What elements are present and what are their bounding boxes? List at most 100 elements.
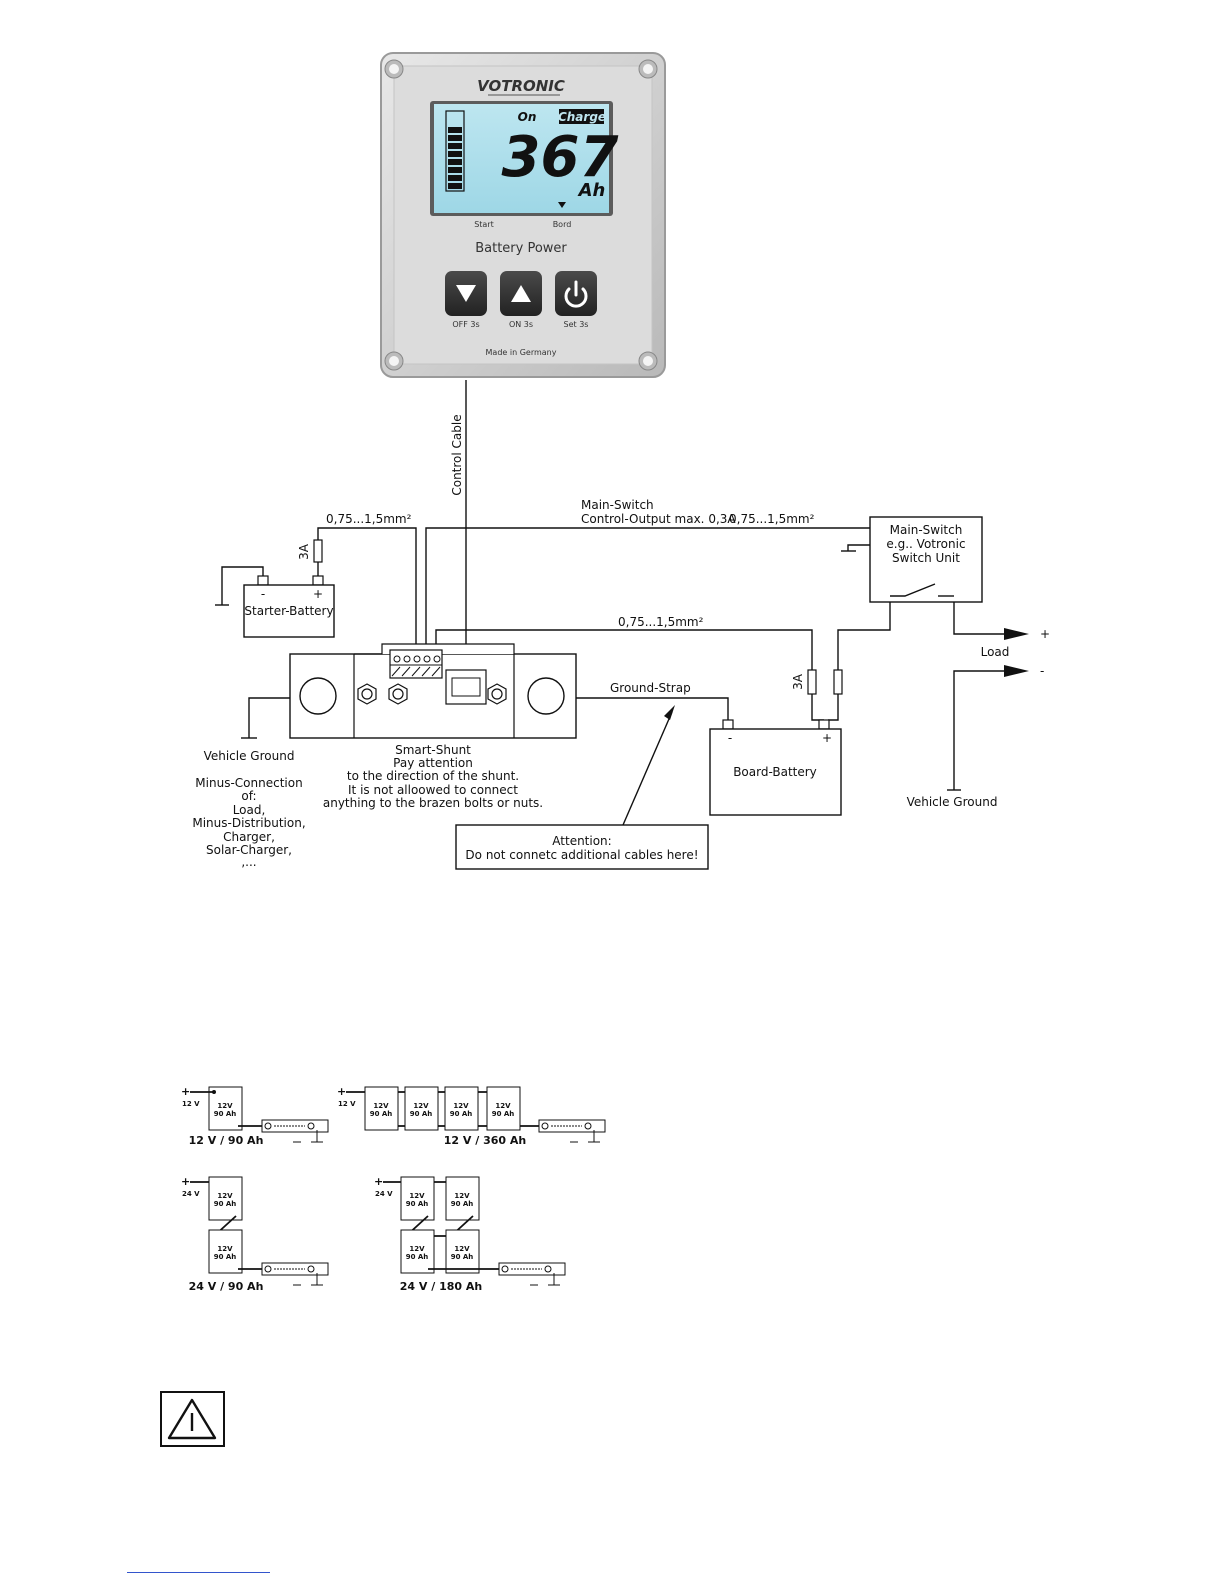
board-plus-label: + bbox=[822, 731, 832, 745]
board-battery: - + Board-Battery bbox=[709, 719, 842, 816]
lcd-status-charge: Charge bbox=[558, 110, 606, 124]
svg-text:,...: ,... bbox=[241, 855, 256, 869]
svg-text:12 V: 12 V bbox=[182, 1100, 200, 1108]
svg-text:Solar-Charger,: Solar-Charger, bbox=[206, 843, 292, 857]
charge-level-bar bbox=[445, 110, 465, 192]
vehicle-ground-label-left: Vehicle Ground bbox=[204, 749, 295, 763]
svg-text:90 Ah: 90 Ah bbox=[410, 1110, 433, 1118]
svg-text:12V: 12V bbox=[373, 1102, 389, 1110]
battery-monitor-panel: VOTRONIC On Charge 367 Ah Start Bord Bat… bbox=[380, 52, 666, 378]
svg-text:90 Ah: 90 Ah bbox=[451, 1200, 474, 1208]
svg-text:Do not connetc additional cabl: Do not connetc additional cables here! bbox=[465, 848, 698, 862]
svg-text:90 Ah: 90 Ah bbox=[451, 1253, 474, 1261]
config-12v-360ah: + 12 V 12V 90 Ah 12V 90 Ah 12V 90 Ah 12V… bbox=[337, 1085, 606, 1147]
lcd-reading-value: 367 bbox=[502, 125, 619, 190]
svg-text:90 Ah: 90 Ah bbox=[406, 1200, 429, 1208]
brand-logo: VOTRONIC bbox=[477, 77, 565, 95]
starter-plus-label: + bbox=[313, 587, 323, 601]
power-icon bbox=[564, 280, 588, 308]
svg-text:12V: 12V bbox=[495, 1102, 511, 1110]
config-12v-90ah: + 12 V 12V 90 Ah 12 V / 90 Ah bbox=[181, 1085, 329, 1147]
on-button[interactable] bbox=[500, 271, 542, 316]
svg-text:12V: 12V bbox=[217, 1245, 233, 1253]
control-cable-label: Control Cable bbox=[450, 414, 464, 495]
triangle-up-icon bbox=[511, 285, 531, 302]
main-switch-box-line2: e.g.. Votronic bbox=[886, 537, 965, 551]
svg-text:Load,: Load, bbox=[233, 803, 266, 817]
shunt-label-1: Smart-Shunt bbox=[395, 743, 471, 757]
lcd-indicator-arrow-icon bbox=[558, 202, 566, 208]
starter-battery: - + Starter-Battery bbox=[243, 575, 335, 638]
wire-gauge-label-1: 0,75...1,5mm² bbox=[326, 512, 412, 526]
svg-text:12V: 12V bbox=[413, 1102, 429, 1110]
lcd-status-on: On bbox=[518, 110, 537, 124]
warning-triangle-icon bbox=[160, 1391, 225, 1447]
svg-text:Attention:: Attention: bbox=[552, 834, 611, 848]
main-switch-output-line2: Control-Output max. 0,3A bbox=[581, 512, 736, 526]
caption-12v-90ah: 12 V / 90 Ah bbox=[189, 1134, 264, 1147]
svg-text:+: + bbox=[181, 1085, 190, 1098]
shunt-terminal-block bbox=[389, 649, 443, 679]
minus-connection-note: Minus-Connection of: Load, Minus-Distrib… bbox=[192, 776, 305, 869]
svg-text:90 Ah: 90 Ah bbox=[214, 1253, 237, 1261]
starter-fuse-label: 3A bbox=[297, 543, 311, 560]
svg-text:Charger,: Charger, bbox=[223, 830, 275, 844]
svg-text:24 V: 24 V bbox=[375, 1190, 393, 1198]
board-fuse-2 bbox=[833, 669, 843, 695]
starter-battery-label: Starter-Battery bbox=[244, 604, 333, 618]
svg-text:90 Ah: 90 Ah bbox=[492, 1110, 515, 1118]
svg-text:24 V: 24 V bbox=[182, 1190, 200, 1198]
off-button-label: OFF 3s bbox=[452, 320, 479, 329]
svg-text:12V: 12V bbox=[409, 1245, 425, 1253]
shunt-bolt-right bbox=[527, 677, 565, 715]
label-bord: Bord bbox=[553, 220, 572, 229]
svg-text:12V: 12V bbox=[453, 1102, 469, 1110]
svg-text:Minus-Connection: Minus-Connection bbox=[195, 776, 302, 790]
triangle-down-icon bbox=[456, 285, 476, 302]
svg-text:12V: 12V bbox=[454, 1245, 470, 1253]
svg-text:12V: 12V bbox=[409, 1192, 425, 1200]
svg-text:+: + bbox=[181, 1175, 190, 1188]
shunt-rj-port bbox=[445, 669, 487, 705]
svg-text:+: + bbox=[374, 1175, 383, 1188]
label-start: Start bbox=[474, 220, 494, 229]
wires bbox=[215, 380, 1004, 826]
panel-title: Battery Power bbox=[475, 241, 567, 256]
svg-text:12V: 12V bbox=[217, 1192, 233, 1200]
caption-24v-90ah: 24 V / 90 Ah bbox=[189, 1280, 264, 1293]
config-24v-90ah: + 24 V 12V 90 Ah 12V 90 Ah 24 V / 90 Ah bbox=[181, 1175, 329, 1293]
footer-link-underline[interactable] bbox=[127, 1572, 270, 1573]
main-switch-box-line3: Switch Unit bbox=[892, 551, 960, 565]
vehicle-ground-label-right: Vehicle Ground bbox=[907, 795, 998, 809]
svg-text:90 Ah: 90 Ah bbox=[214, 1200, 237, 1208]
load-plus-label: + bbox=[1040, 627, 1050, 641]
smart-shunt: Smart-Shunt Pay attention to the directi… bbox=[289, 643, 577, 810]
svg-text:12 V: 12 V bbox=[338, 1100, 356, 1108]
panel-footer: Made in Germany bbox=[486, 348, 557, 357]
wire-gauge-label-2: 0,75...1,5mm² bbox=[729, 512, 815, 526]
load-minus-arrow-icon bbox=[1004, 665, 1029, 677]
attention-box: Attention: Do not connetc additional cab… bbox=[455, 824, 709, 870]
svg-text:Minus-Distribution,: Minus-Distribution, bbox=[192, 816, 305, 830]
shunt-label-3: to the direction of the shunt. bbox=[347, 769, 519, 783]
switch-symbol-icon bbox=[890, 583, 936, 597]
attention-arrow-icon bbox=[664, 705, 675, 720]
caption-24v-180ah: 24 V / 180 Ah bbox=[400, 1280, 482, 1293]
svg-text:12V: 12V bbox=[217, 1102, 233, 1110]
svg-text:of:: of: bbox=[241, 789, 256, 803]
board-fuse-1 bbox=[807, 669, 817, 695]
wire-gauge-label-3: 0,75...1,5mm² bbox=[618, 615, 704, 629]
svg-text:90 Ah: 90 Ah bbox=[450, 1110, 473, 1118]
starter-minus-label: - bbox=[261, 587, 265, 601]
set-button-label: Set 3s bbox=[564, 320, 589, 329]
off-button[interactable] bbox=[445, 271, 487, 316]
corner-screw-icon bbox=[384, 59, 658, 371]
svg-text:90 Ah: 90 Ah bbox=[406, 1253, 429, 1261]
svg-text:12V: 12V bbox=[454, 1192, 470, 1200]
board-fuse-label: 3A bbox=[791, 673, 805, 690]
set-button[interactable] bbox=[555, 271, 597, 316]
shunt-bolt-left bbox=[299, 677, 337, 715]
svg-text:90 Ah: 90 Ah bbox=[370, 1110, 393, 1118]
svg-text:+: + bbox=[337, 1085, 346, 1098]
